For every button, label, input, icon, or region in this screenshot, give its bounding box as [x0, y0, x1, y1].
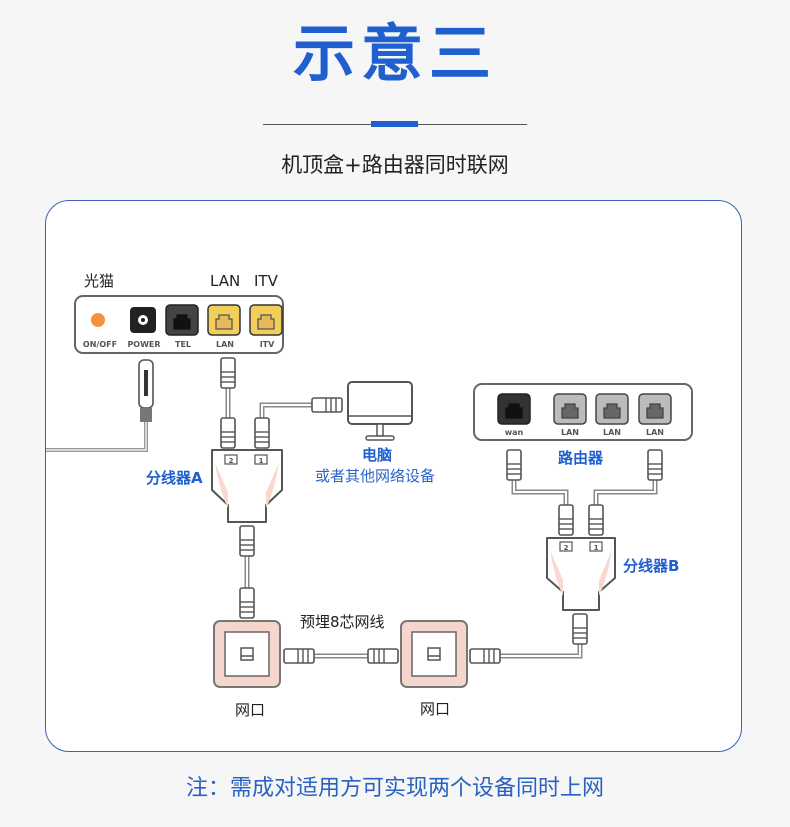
splitter-port-number: 1: [259, 457, 264, 465]
power-cable: [46, 420, 148, 452]
splitter-b: [546, 537, 616, 611]
computer-label: 电脑: [362, 446, 393, 464]
plug-icon: [506, 449, 522, 481]
plug-icon: [220, 417, 236, 449]
page-title: 示意三: [292, 17, 497, 90]
power-plug-icon: [138, 359, 154, 422]
modem-port-label: ON/OFF: [83, 340, 117, 349]
splitter-b-wall-cable: [500, 640, 583, 659]
router-port-label: wan: [505, 428, 524, 437]
modem-lan-label: LAN: [210, 272, 241, 290]
wall-port-label: 网口: [235, 701, 266, 719]
plug-icon: [283, 648, 315, 664]
title-divider-accent: [371, 121, 418, 127]
plug-icon: [367, 648, 399, 664]
plug-icon: [220, 357, 236, 389]
modem-port-label: LAN: [216, 340, 234, 349]
splitter-a-label: 分线器A: [146, 469, 203, 487]
plug-icon: [239, 587, 255, 619]
computer-cable: [259, 402, 312, 418]
splitter-a: [211, 449, 283, 523]
splitter-port-number: 1: [594, 544, 599, 552]
cables: [46, 388, 658, 659]
footer-note: 注：需成对适用方可实现两个设备同时上网: [185, 776, 604, 801]
router: [473, 383, 693, 441]
modem-port-label: POWER: [127, 340, 160, 349]
optical-modem: [74, 295, 284, 354]
cable-label: 预埋8芯网线: [300, 613, 385, 631]
power-led-icon: [91, 313, 105, 327]
splitter-port-number: 2: [229, 457, 234, 465]
plug-icon: [311, 397, 343, 413]
wall-port-1: [213, 620, 281, 688]
wall-port-2: [400, 620, 468, 688]
modem-label: 光猫: [84, 272, 115, 290]
splitter-b-label: 分线器B: [623, 557, 680, 575]
plug-icon: [558, 504, 574, 536]
plug-icon: [239, 525, 255, 557]
router-label: 路由器: [558, 449, 604, 467]
modem-port-label: ITV: [260, 340, 275, 349]
computer-monitor-icon: [347, 381, 413, 441]
splitter-port-number: 2: [564, 544, 569, 552]
plug-icon: [469, 648, 501, 664]
modem-itv-label: ITV: [254, 272, 278, 290]
plug-icon: [647, 449, 663, 481]
plug-icon: [572, 613, 588, 645]
page-subtitle: 机顶盒+路由器同时联网: [281, 153, 509, 177]
plug-icon: [254, 417, 270, 449]
router-port-label: LAN: [561, 428, 579, 437]
wall-port-label: 网口: [420, 700, 451, 718]
plug-icon: [588, 504, 604, 536]
router-port-label: LAN: [646, 428, 664, 437]
router-port-label: LAN: [603, 428, 621, 437]
modem-port-label: TEL: [175, 340, 191, 349]
computer-sublabel: 或者其他网络设备: [315, 467, 436, 485]
